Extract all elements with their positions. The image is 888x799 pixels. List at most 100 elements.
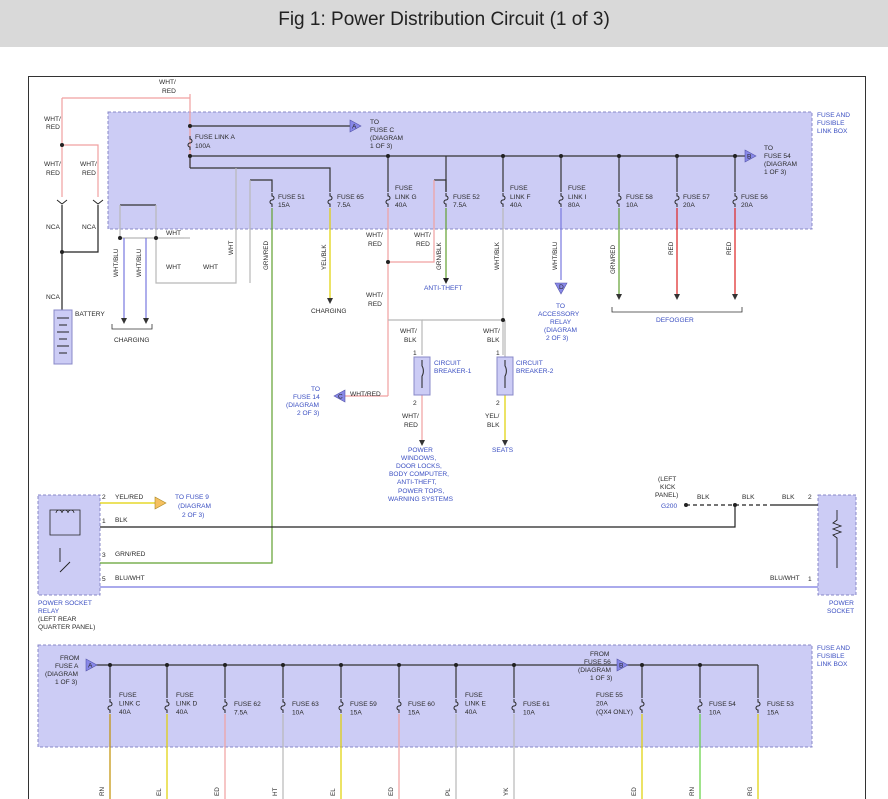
power-socket-2: SOCKET xyxy=(827,608,854,615)
socket-pin-2: 2 xyxy=(808,494,812,501)
to-fuse-9-1: TO FUSE 9 xyxy=(175,494,209,501)
from-fuse-56-2: FUSE 56 xyxy=(584,659,611,666)
charging-label-1: CHARGING xyxy=(114,337,150,344)
bottom-fuse-symbol-0 xyxy=(107,699,113,713)
nca-label-2: NCA xyxy=(82,224,97,231)
power-windows-2: WINDOWS, xyxy=(401,455,436,462)
fuse-link-f-label-2: LINK F xyxy=(510,194,531,201)
bottom-fuse-label-5-0: FUSE 60 xyxy=(408,701,435,708)
wire-label-yel-blk: YEL/BLK xyxy=(321,244,328,270)
splice-top-503 xyxy=(501,154,505,158)
wire-label-grn-blk: GRN/BLK xyxy=(436,242,443,270)
power-socket-relay-3: (LEFT REAR xyxy=(38,616,77,623)
cb1-label-1: CIRCUIT xyxy=(434,360,461,367)
fuse-56-rating: 20A xyxy=(741,202,753,209)
bottom-fuse-label-8-2: (QX4 ONLY) xyxy=(596,709,633,716)
fuse-link-i-label-2: LINK I xyxy=(568,194,586,201)
breaker-symbol-1 xyxy=(421,360,424,388)
bottom-stub-label-7: YK xyxy=(503,787,510,796)
bottom-stub-label-9: RN xyxy=(689,786,696,796)
bottom-fuse-label-7-1: 10A xyxy=(523,710,535,717)
title-bar: Fig 1: Power Distribution Circuit (1 of … xyxy=(0,0,888,47)
bus-left xyxy=(190,167,331,192)
to-accessory-2: ACCESSORY xyxy=(538,311,580,318)
fuse-58-rating: 10A xyxy=(626,202,638,209)
wire-label-wht-blk-cb1b: BLK xyxy=(404,337,417,344)
from-fuse-a-4: 1 OF 3) xyxy=(55,679,77,686)
arrow-power-windows xyxy=(419,440,425,446)
wire-label-wht-red-m2a: WHT/ xyxy=(414,232,431,239)
bottom-fuse-label-1-1: LINK D xyxy=(176,701,197,708)
wire-label-wht-blk-cb2b: BLK xyxy=(487,337,500,344)
page-title: Fig 1: Power Distribution Circuit (1 of … xyxy=(278,9,610,30)
breaker-symbol-2 xyxy=(504,360,507,388)
splice-bottom-0 xyxy=(108,663,112,667)
fuse-link-f-rating: 40A xyxy=(510,202,522,209)
fuse-51-label: FUSE 51 xyxy=(278,194,305,201)
bottom-fuse-label-9-1: 10A xyxy=(709,710,721,717)
connector-c xyxy=(333,389,346,403)
fuse-box-top-label-2: FUSIBLE xyxy=(817,120,845,127)
top-fuse-symbol-8 xyxy=(732,193,738,207)
fuse-box-bottom-label-3: LINK BOX xyxy=(817,661,848,668)
wire-label-wht-red-m3a: WHT/ xyxy=(366,292,383,299)
splice-wht-red xyxy=(386,260,390,264)
arrow-fuse-58 xyxy=(616,294,622,300)
cb2-label-2: BREAKER-2 xyxy=(516,368,554,375)
arrow-anti-theft xyxy=(443,278,449,284)
from-fuse-a-3: (DIAGRAM xyxy=(45,671,78,678)
fuse-box-top-label-1: FUSE AND xyxy=(817,112,850,119)
bottom-fuse-label-0-1: LINK C xyxy=(119,701,140,708)
splice-blk xyxy=(733,503,737,507)
power-socket-1: POWER xyxy=(829,600,854,607)
from-fuse-56-1: FROM xyxy=(590,651,609,658)
fuse-56-label: FUSE 56 xyxy=(741,194,768,201)
from-fuse-56-4: 1 OF 3) xyxy=(590,675,612,682)
defogger-label: DEFOGGER xyxy=(656,317,694,324)
wire-label-wht-red-m2b: RED xyxy=(416,241,430,248)
relay-pin-5: 5 xyxy=(102,576,106,583)
cb2-label-1: CIRCUIT xyxy=(516,360,543,367)
to-accessory-4: (DIAGRAM xyxy=(544,327,577,334)
wire-label-wht-3: WHT xyxy=(203,264,218,271)
wire-label-grn-red-relay: GRN/RED xyxy=(115,551,146,558)
to-fuse-c-4: 1 OF 3) xyxy=(370,143,392,150)
wire-wht-h2 xyxy=(155,238,185,284)
fuse-51-rating: 15A xyxy=(278,202,290,209)
wire-label-grn-red-2: GRN/RED xyxy=(610,245,617,274)
bottom-fuse-symbol-1 xyxy=(164,699,170,713)
fuse-link-g-label-1: FUSE xyxy=(395,185,413,192)
splice-bottom-4 xyxy=(339,663,343,667)
wire-nca-join xyxy=(62,205,99,253)
connector-a-top xyxy=(349,119,362,133)
bottom-fuse-label-0-0: FUSE xyxy=(119,692,137,699)
bottom-fuse-label-10-0: FUSE 53 xyxy=(767,701,794,708)
splice-fuse-a xyxy=(188,124,192,128)
bottom-fuse-label-1-2: 40A xyxy=(176,709,188,716)
to-fuse-14-3: (DIAGRAM xyxy=(286,402,319,409)
bottom-fuse-symbol-4 xyxy=(338,699,344,713)
battery-label: BATTERY xyxy=(75,311,105,318)
splice-bottom-3 xyxy=(281,663,285,667)
connector-b-bottom xyxy=(616,658,629,672)
bottom-fuse-label-2-1: 7.5A xyxy=(234,710,248,717)
splice-bottom-5 xyxy=(397,663,401,667)
splice-wht-1 xyxy=(118,236,122,240)
bottom-stub-label-1: EL xyxy=(156,788,163,796)
wire-label-wht-blk: WHT/BLK xyxy=(494,241,501,270)
relay-pin-3: 3 xyxy=(102,552,106,559)
cb2-pin-2: 2 xyxy=(496,400,500,407)
bus-fuse-52 xyxy=(434,179,447,192)
wire-label-wht-red-c: WHT/RED xyxy=(350,391,381,398)
to-fuse-9-2: (DIAGRAM xyxy=(178,503,211,510)
wire-label-wht-red-top-1: WHT/ xyxy=(159,79,176,86)
fuse-65-label: FUSE 65 xyxy=(337,194,364,201)
wire-label-wht-1: WHT xyxy=(166,230,181,237)
relay-coil-symbol xyxy=(49,509,81,536)
to-fuse-54-3: (DIAGRAM xyxy=(764,161,797,168)
arrow-fuse-56 xyxy=(732,294,738,300)
fuse-58-label: FUSE 58 xyxy=(626,194,653,201)
relay-pin-2: 2 xyxy=(102,494,106,501)
fuse-link-a-label: FUSE LINK A xyxy=(195,134,236,141)
connector-a-top-letter: A xyxy=(352,124,357,131)
